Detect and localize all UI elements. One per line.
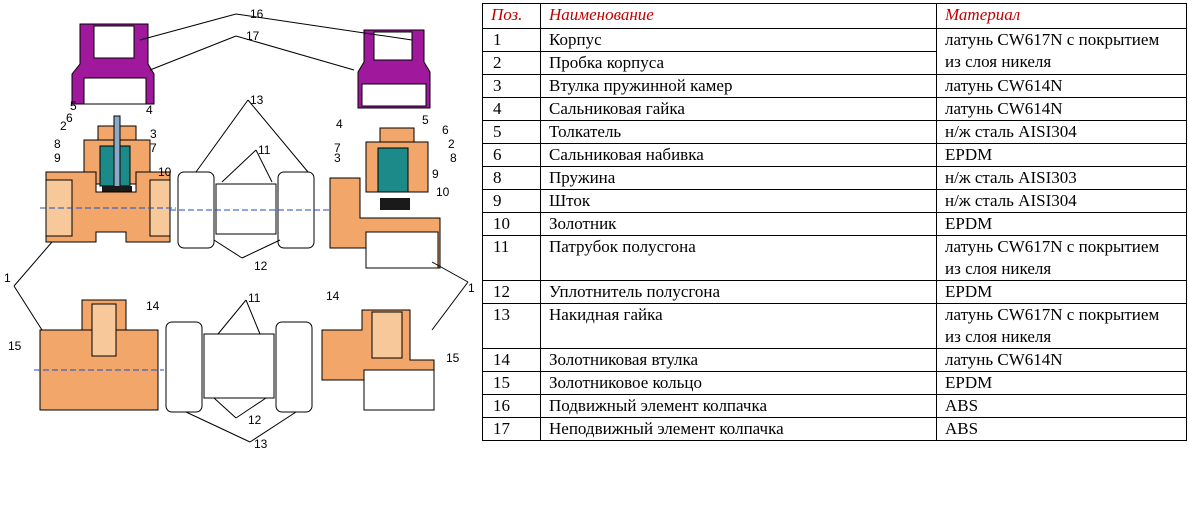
valve-body-left	[40, 171, 176, 243]
callout-15-right: 15	[446, 351, 460, 365]
valve-right-top	[329, 127, 441, 269]
callout-10-right: 10	[436, 185, 450, 199]
callout-labels: 16 17 13 11 12 1 1 11 14 14 15 15 12 13 …	[4, 7, 475, 451]
callout-1-left: 1	[4, 271, 11, 285]
coupling-top	[170, 171, 330, 249]
valve-assembly-diagram: 16 17 13 11 12 1 1 11 14 14 15 15 12 13 …	[4, 7, 475, 451]
callout-3-left: 3	[150, 127, 157, 141]
callout-9-left: 9	[54, 151, 61, 165]
callout-15-left: 15	[8, 339, 22, 353]
callout-14-right: 14	[326, 289, 340, 303]
header-name: Наименование	[540, 3, 937, 29]
table-header-row: Поз. Наименование Материал	[482, 3, 1187, 29]
cap-left	[71, 23, 155, 105]
callout-1-right: 1	[468, 281, 475, 295]
callout-12-top: 12	[254, 259, 268, 273]
callout-2-left: 2	[60, 119, 67, 133]
callout-5-right: 5	[422, 113, 429, 127]
callout-8-right: 8	[450, 151, 457, 165]
callout-9-right: 9	[432, 167, 439, 181]
leader-lines	[13, 13, 469, 443]
callout-16: 16	[250, 7, 264, 21]
header-material: Материал	[936, 3, 1187, 29]
callout-4-right: 4	[336, 117, 343, 131]
callout-10-left: 10	[158, 165, 172, 179]
valve-body-bottom-right	[321, 309, 435, 411]
callout-17: 17	[246, 29, 260, 43]
callout-11-top: 11	[258, 143, 271, 157]
header-pos: Поз.	[482, 3, 541, 29]
callout-5-left: 5	[70, 99, 77, 113]
callout-7-left: 7	[150, 141, 157, 155]
callout-3-right: 3	[334, 151, 341, 165]
callout-13-bottom: 13	[254, 437, 268, 451]
callout-7-right: 7	[334, 141, 341, 155]
callout-13-top: 13	[250, 93, 264, 107]
callout-12-bottom: 12	[248, 413, 262, 427]
callout-11-bottom: 11	[248, 291, 261, 305]
callout-6-left: 6	[66, 111, 73, 125]
callout-4-left: 4	[146, 103, 153, 117]
callout-14-left: 14	[146, 299, 160, 313]
callout-6-right: 6	[442, 123, 449, 137]
callout-2-right: 2	[448, 137, 455, 151]
callout-8-left: 8	[54, 137, 61, 151]
valve-body-bottom-left	[34, 299, 164, 411]
cap-right	[357, 29, 431, 109]
coupling-bottom	[165, 321, 313, 413]
